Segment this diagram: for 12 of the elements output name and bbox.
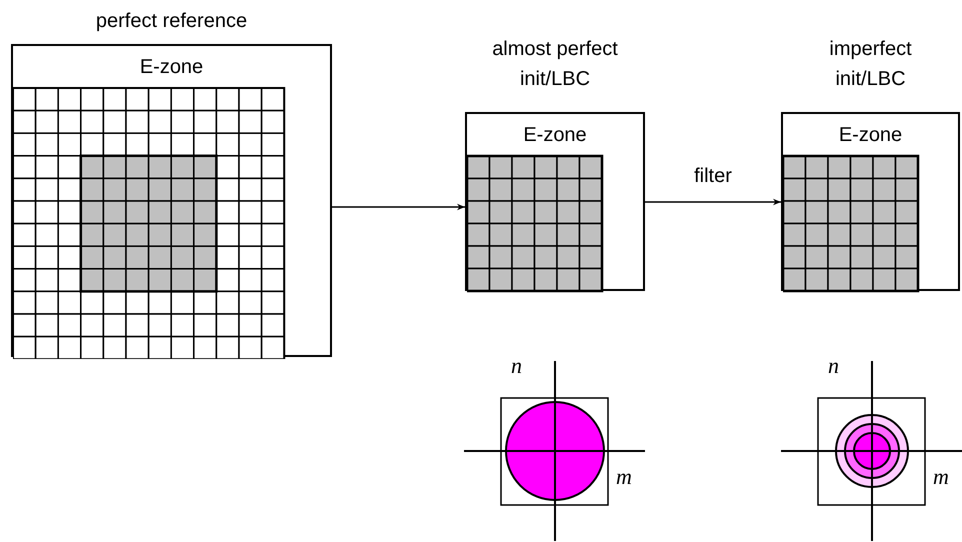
axis-label: n (828, 355, 839, 377)
axis-label: n (511, 355, 522, 377)
zone-label: E-zone (838, 123, 904, 148)
axis-label: m (616, 466, 632, 488)
zone-label: E-zone (138, 55, 204, 80)
node-label: almost perfect init/LBC (491, 37, 619, 92)
axis-label: m (933, 466, 949, 488)
node-label: perfect reference (94, 9, 248, 34)
zone-label: E-zone (522, 123, 588, 148)
arrow (332, 204, 465, 210)
arrow (645, 198, 781, 206)
node-label: imperfect init/LBC (828, 37, 913, 92)
